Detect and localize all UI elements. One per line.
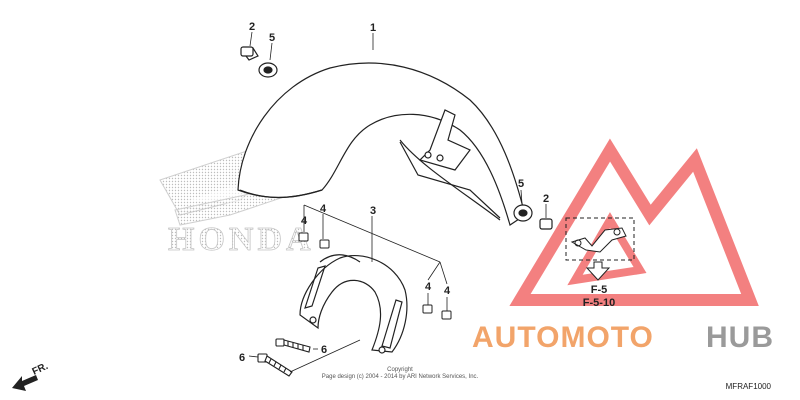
callout-1: 1 xyxy=(370,22,376,34)
callout-4-d: 4 xyxy=(444,285,451,297)
watermark-text-automoto: AUTOMOTO xyxy=(472,321,654,354)
nut-4-a xyxy=(298,232,309,242)
grommet-5-right xyxy=(513,204,533,222)
copyright-line-1: Copyright xyxy=(387,367,413,373)
callout-4-b: 4 xyxy=(320,203,327,215)
callout-6-upper: 6 xyxy=(321,344,327,356)
reference-f5[interactable]: F-5 xyxy=(591,284,608,296)
reference-bracket xyxy=(565,217,635,261)
callout-6-lower: 6 xyxy=(239,352,245,364)
watermark-text-hub: HUB xyxy=(706,321,774,354)
front-direction-arrow: FR. xyxy=(12,361,50,391)
bolt-2-upper xyxy=(240,46,259,61)
callout-2-right: 2 xyxy=(543,193,549,205)
grommet-5-upper xyxy=(258,62,278,78)
nut-4-c xyxy=(422,304,433,314)
reference-f5-10[interactable]: F-5-10 xyxy=(583,297,615,309)
reference-arrow xyxy=(585,261,611,281)
callout-4-a: 4 xyxy=(301,215,308,227)
copyright-line-2: Page design (c) 2004 - 2014 by ARI Netwo… xyxy=(322,374,479,380)
bolt-6-upper xyxy=(275,338,311,353)
callout-5-right: 5 xyxy=(518,178,524,190)
diagram-code: MFRAF1000 xyxy=(726,382,772,391)
callout-4-c: 4 xyxy=(425,281,432,293)
callout-5-upper: 5 xyxy=(269,32,275,44)
fender-stay xyxy=(299,254,408,354)
bolt-2-right xyxy=(539,218,553,230)
callout-2-upper: 2 xyxy=(249,21,255,33)
nut-4-b xyxy=(319,239,330,249)
front-label: FR. xyxy=(31,361,50,378)
honda-emblem-text: HONDA xyxy=(168,221,315,258)
bolt-6-lower xyxy=(257,353,293,377)
leader-lines xyxy=(248,31,547,373)
callout-3: 3 xyxy=(370,205,376,217)
front-fender xyxy=(237,62,526,226)
nut-4-d xyxy=(441,310,452,320)
watermark-triangle xyxy=(509,138,759,306)
